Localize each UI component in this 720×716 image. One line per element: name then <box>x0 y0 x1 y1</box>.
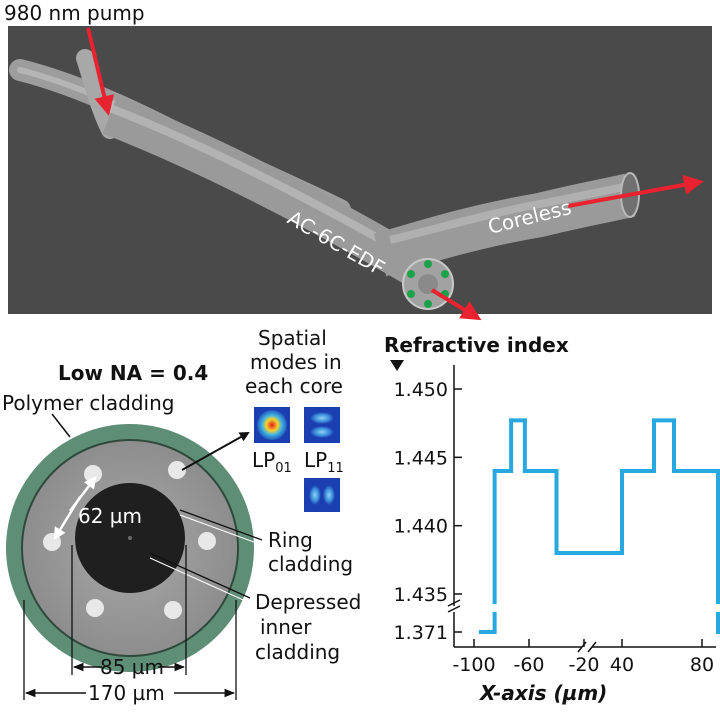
x-axis-label: X-axis (µm) <box>478 681 607 705</box>
lp11-label: LP11 <box>304 448 344 476</box>
depressed-label-1: Depressed <box>255 590 361 614</box>
y-tick-label-0: 1.450 <box>394 379 448 401</box>
core <box>86 599 104 617</box>
chart-title: Refractive index <box>384 333 569 357</box>
main-fiber <box>102 96 431 288</box>
na-label: Low NA = 0.4 <box>58 361 208 385</box>
spatial-modes: Spatial modes in each core LP01 LP11 <box>245 326 344 512</box>
profile-series <box>478 418 720 634</box>
title-pointer <box>390 360 404 371</box>
fiber-end-face <box>402 258 454 310</box>
x-tick-label-4: 80 <box>690 654 714 676</box>
x-tick-label-3: 40 <box>610 654 634 676</box>
dim-outer-label: 170 µm <box>88 681 165 705</box>
core <box>198 532 216 550</box>
x-ticks: -100 -60 -20 40 80 <box>452 639 714 676</box>
y-tick-label-1: 1.445 <box>394 447 448 469</box>
pitch-label: 62 µm <box>78 504 142 528</box>
depressed-label-2: inner <box>260 615 312 639</box>
y-tick-label-3: 1.435 <box>394 584 448 606</box>
output-arrow-coreless <box>567 175 704 208</box>
fiber-render-panel: 980 nm pump AC-6C-EDF Coreless <box>4 1 712 321</box>
depressed-label-3: cladding <box>255 640 340 664</box>
y-ticks: 1.450 1.445 1.440 1.435 1.371 <box>394 379 462 644</box>
output-arrow-edf <box>430 288 482 321</box>
pump-label: 980 nm pump <box>4 1 145 25</box>
y-axis-break <box>447 599 461 613</box>
polymer-leader <box>51 413 71 438</box>
x-tick-label-1: -60 <box>513 654 544 676</box>
depressed-leader <box>149 552 251 599</box>
lp01-label: LP01 <box>252 448 292 476</box>
ring-label-1: Ring <box>268 528 313 552</box>
core-dot <box>407 290 415 298</box>
core-dot <box>424 260 432 268</box>
modes-title-2: modes in <box>250 350 342 374</box>
ring-leader <box>179 509 263 541</box>
mode-pointer-arrow <box>181 432 250 471</box>
core-dot <box>424 300 432 308</box>
render-background <box>8 26 712 314</box>
core-dot <box>441 270 449 278</box>
refractive-index-chart: Refractive index 1.450 1.445 1.440 1.435 1.3… <box>384 333 720 705</box>
cross-section: Low NA = 0.4 Polymer cladding 62 µm Ring… <box>2 361 361 705</box>
pump-arrow <box>86 27 115 116</box>
core <box>43 533 61 551</box>
dim-inner-label: 85 µm <box>100 655 164 679</box>
ring-label-2: cladding <box>268 552 353 576</box>
polymer-label: Polymer cladding <box>2 391 174 415</box>
core-dot <box>407 270 415 278</box>
y-tick-label-2: 1.440 <box>394 516 448 538</box>
x-tick-label-2: -20 <box>568 654 599 676</box>
y-tick-label-4: 1.371 <box>394 622 448 644</box>
core <box>168 461 186 479</box>
core <box>164 601 182 619</box>
x-tick-label-0: -100 <box>452 654 495 676</box>
modes-title-3: each core <box>245 374 343 398</box>
modes-title-1: Spatial <box>258 326 327 350</box>
